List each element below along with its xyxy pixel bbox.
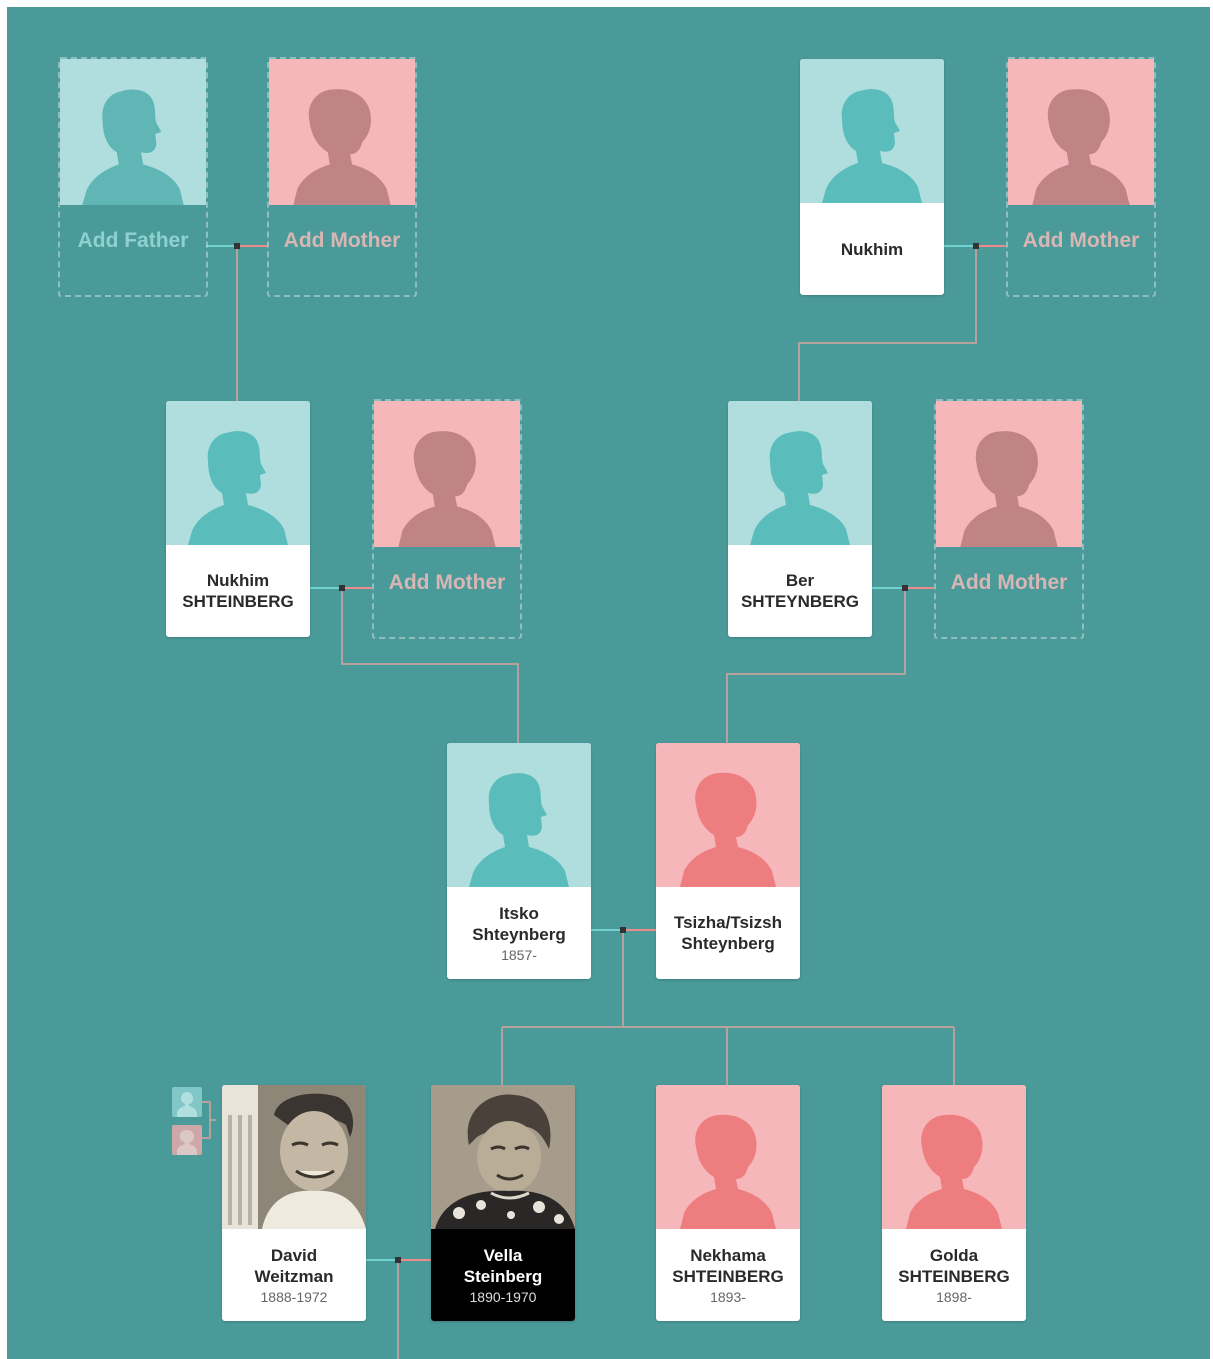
- person-dates: 1898-: [936, 1289, 972, 1305]
- person-photo: [447, 743, 591, 887]
- add-mother-label: Add Mother: [950, 571, 1068, 594]
- person-last-name: Shteynberg: [681, 934, 775, 953]
- female-silhouette-icon: [680, 772, 776, 887]
- add-mother-label: Add Mother: [388, 571, 506, 594]
- person-card-david[interactable]: David Weitzman 1888-1972: [222, 1085, 366, 1321]
- man-portrait-photo: [222, 1085, 366, 1229]
- person-first-name: Nukhim: [206, 571, 270, 590]
- person-first-name: Ber: [785, 571, 815, 590]
- male-silhouette-icon: [750, 431, 850, 545]
- female-silhouette-icon: [906, 1114, 1002, 1229]
- mini-bracket: [202, 1101, 216, 1139]
- male-silhouette-icon: [469, 773, 569, 887]
- person-name-box: Golda SHTEINBERG 1898-: [882, 1229, 1026, 1321]
- person-name: Nukhim: [840, 239, 904, 259]
- person-photo: [656, 1085, 800, 1229]
- person-photo: [728, 401, 872, 545]
- person-dates: 1893-: [710, 1289, 746, 1305]
- female-silhouette-icon: [293, 89, 391, 205]
- add-mother-card[interactable]: Add Mother: [934, 399, 1084, 639]
- add-father-label: Add Father: [77, 229, 189, 252]
- person-last-name: SHTEINBERG: [672, 1267, 784, 1286]
- person-photo: [656, 743, 800, 887]
- male-silhouette-icon: [822, 89, 922, 203]
- person-card-itsko[interactable]: Itsko Shteynberg 1857-: [447, 743, 591, 979]
- person-last-name: Shteynberg: [472, 925, 566, 944]
- person-name-box: Nukhim SHTEINBERG: [166, 545, 310, 637]
- person-card-nekhama[interactable]: Nekhama SHTEINBERG 1893-: [656, 1085, 800, 1321]
- person-photo: [800, 59, 944, 203]
- female-silhouette-icon: [1032, 89, 1130, 205]
- add-mother-photo: [374, 401, 520, 547]
- person-card-ber-shteynberg[interactable]: Ber SHTEYNBERG: [728, 401, 872, 637]
- female-silhouette-icon: [960, 431, 1058, 547]
- woman-portrait-photo: [431, 1085, 575, 1229]
- person-first-name: David: [270, 1246, 318, 1265]
- add-mother-label: Add Mother: [1022, 229, 1140, 252]
- female-mini-icon[interactable]: [172, 1125, 202, 1155]
- add-father-card[interactable]: Add Father: [58, 57, 208, 297]
- person-last-name: SHTEINBERG: [182, 592, 294, 611]
- person-first-name: Itsko: [499, 904, 539, 923]
- person-first-name: Vella: [483, 1246, 523, 1265]
- person-name-box: Vella Steinberg 1890-1970: [431, 1229, 575, 1321]
- person-name-box: Nukhim: [800, 203, 944, 295]
- man-portrait-photo: [222, 1085, 366, 1229]
- add-mother-photo: [1008, 59, 1154, 205]
- person-name-box: Ber SHTEYNBERG: [728, 545, 872, 637]
- person-last-name: Steinberg: [463, 1267, 543, 1286]
- person-name-box: Itsko Shteynberg 1857-: [447, 887, 591, 979]
- person-name-box: Tsizha/Tsizsh Shteynberg: [656, 887, 800, 979]
- add-mother-card[interactable]: Add Mother: [372, 399, 522, 639]
- woman-portrait-photo: [431, 1085, 575, 1229]
- person-dates: 1888-1972: [260, 1289, 328, 1305]
- female-silhouette-icon: [680, 1114, 776, 1229]
- person-last-name: Weitzman: [254, 1267, 334, 1286]
- person-photo: [882, 1085, 1026, 1229]
- person-last-name: SHTEYNBERG: [740, 592, 860, 611]
- person-card-nukhim[interactable]: Nukhim: [800, 59, 944, 295]
- person-name-box: Nekhama SHTEINBERG 1893-: [656, 1229, 800, 1321]
- add-mother-card[interactable]: Add Mother: [1006, 57, 1156, 297]
- person-dates: 1857-: [501, 947, 537, 963]
- add-father-photo: [60, 59, 206, 205]
- add-mother-card[interactable]: Add Mother: [267, 57, 417, 297]
- person-dates: 1890-1970: [469, 1289, 537, 1305]
- person-card-tsizha[interactable]: Tsizha/Tsizsh Shteynberg: [656, 743, 800, 979]
- male-mini-icon[interactable]: [172, 1087, 202, 1117]
- person-name-box: David Weitzman 1888-1972: [222, 1229, 366, 1321]
- person-last-name: SHTEINBERG: [898, 1267, 1010, 1286]
- female-silhouette-icon: [398, 431, 496, 547]
- add-mother-photo: [269, 59, 415, 205]
- add-mother-label: Add Mother: [283, 229, 401, 252]
- add-mother-photo: [936, 401, 1082, 547]
- person-card-vella[interactable]: Vella Steinberg 1890-1970: [431, 1085, 575, 1321]
- person-first-name: Tsizha/Tsizsh: [673, 913, 782, 932]
- male-silhouette-icon: [82, 89, 184, 205]
- person-photo: [166, 401, 310, 545]
- person-first-name: Nekhama: [690, 1246, 766, 1265]
- person-card-golda[interactable]: Golda SHTEINBERG 1898-: [882, 1085, 1026, 1321]
- person-card-nukhim-shteinberg[interactable]: Nukhim SHTEINBERG: [166, 401, 310, 637]
- male-silhouette-icon: [188, 431, 288, 545]
- person-first-name: Golda: [929, 1246, 979, 1265]
